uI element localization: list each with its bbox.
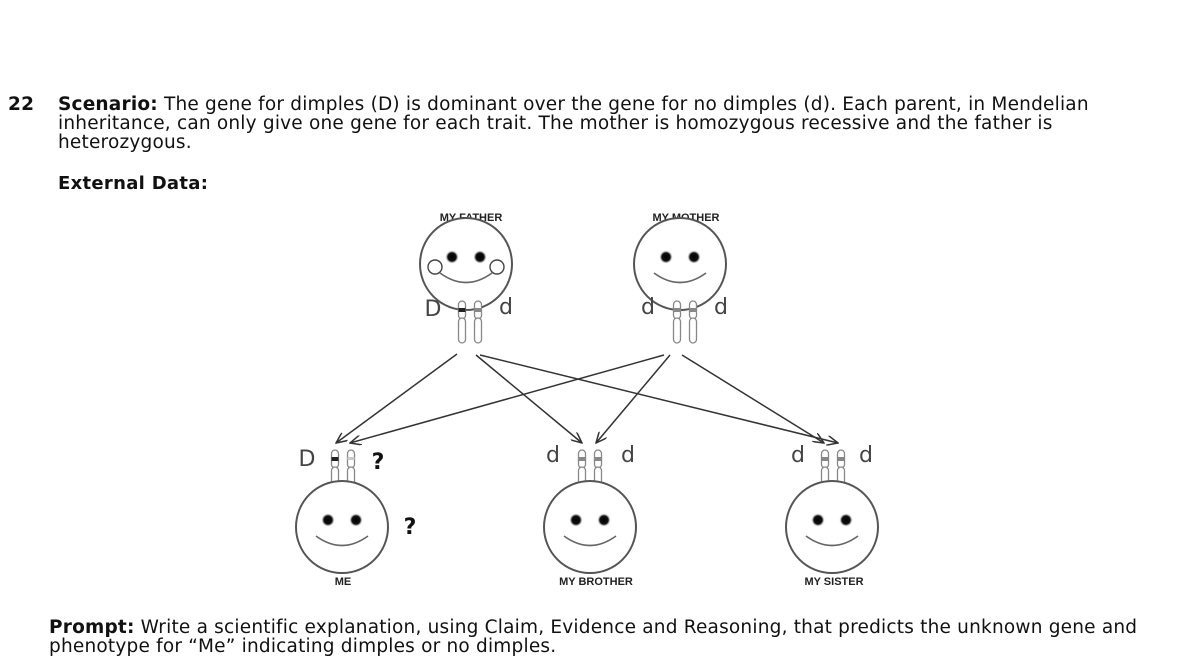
father-face [419,217,513,311]
prompt-label: Prompt: [49,617,135,638]
me-face [295,480,389,574]
sister-chromosomes [820,449,846,493]
mother-gene-2: d [714,295,728,320]
dimple-right [489,259,505,275]
me-label: ME [335,576,352,588]
brother-face [543,480,637,574]
prompt-paragraph: Prompt: Write a scientific explanation, … [49,618,1179,656]
arrow-father-to-me [336,353,458,443]
arrow-mother-to-sister [681,354,824,443]
scenario-text: The gene for dimples (D) is dominant ove… [58,94,1089,153]
father-chromosomes [457,300,483,344]
sister-gene-1: d [791,443,805,468]
me-phenotype-unknown: ? [404,515,417,540]
external-data-heading: External Data: [58,173,209,194]
arrow-mother-to-brother [596,354,671,443]
inheritance-arrows [336,353,838,443]
brother-gene-1: d [546,443,560,468]
prompt-text: Write a scientific explanation, using Cl… [49,617,1138,657]
question-number: 22 [8,94,35,115]
sister-gene-2: d [859,443,873,468]
sister-label: MY SISTER [804,576,863,588]
scenario-label: Scenario: [58,94,158,115]
scenario-paragraph: Scenario: The gene for dimples (D) is do… [58,95,1186,152]
sister-face [785,480,879,574]
arrow-mother-to-me [350,354,665,443]
arrow-father-to-sister [479,354,838,443]
brother-label: MY BROTHER [559,576,633,588]
dimple-left [427,259,443,275]
me-chromosomes [330,449,356,493]
brother-gene-2: d [621,443,635,468]
father-gene-2: d [499,295,513,320]
brother-chromosomes [577,449,603,493]
arrow-father-to-brother [475,354,582,443]
me-gene-2-unknown: ? [372,450,385,475]
mother-gene-1: d [641,295,655,320]
me-gene-1: D [299,447,316,472]
mother-chromosomes [672,300,698,344]
father-gene-1: D [425,297,442,322]
